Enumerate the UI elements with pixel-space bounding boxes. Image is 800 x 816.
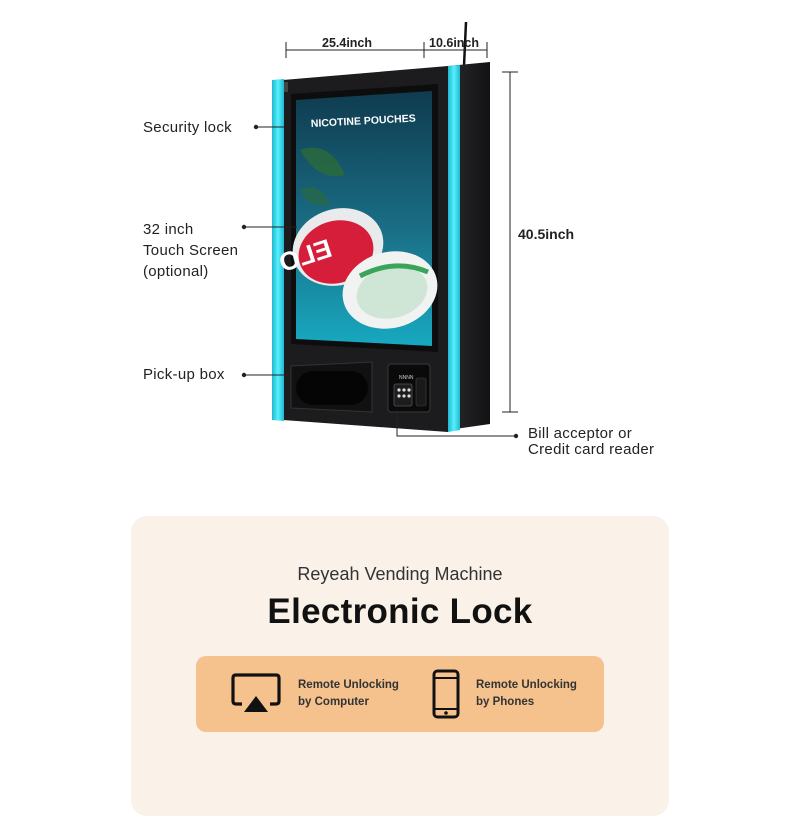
feature-remote-phones: Remote Unlocking by Phones [432, 656, 577, 732]
feature-pill: Remote Unlocking by Computer Remote Unlo… [196, 656, 604, 732]
feature-line: Remote Unlocking [298, 679, 399, 691]
feature-line: by Computer [298, 696, 369, 708]
label-touch-screen: 32 inch Touch Screen (optional) [143, 219, 238, 282]
security-lock [284, 82, 288, 92]
reader-label: NNNN [399, 375, 414, 381]
label-bill-acceptor-line: Bill acceptor or [528, 425, 633, 442]
electronic-lock-card: Reyeah Vending Machine Electronic Lock R… [131, 516, 669, 816]
leaf-graphic [300, 147, 345, 177]
front-glow-strip [272, 79, 284, 421]
smartphone-icon [432, 669, 460, 719]
callout-lines [241, 124, 519, 439]
computer-screen-icon [230, 672, 282, 716]
leaf-graphic-small [300, 187, 330, 206]
card-title: Electronic Lock [267, 592, 533, 631]
label-touch-screen-line: 32 inch [143, 221, 194, 238]
dimension-height: 40.5inch [518, 226, 575, 242]
pickup-box-opening [296, 371, 368, 405]
dimension-depth: 10.6inch [429, 36, 480, 50]
feature-text: Remote Unlocking by Phones [476, 677, 577, 711]
feature-text: Remote Unlocking by Computer [298, 677, 399, 711]
label-security-lock: Security lock [143, 119, 232, 136]
product-diagram: NICOTINE POUCHES ELO NNNN [143, 21, 654, 458]
pouch-can-white-center [356, 265, 428, 319]
pouch-can-stripe [358, 263, 429, 279]
screen-title: NICOTINE POUCHES [311, 113, 416, 130]
feature-line: by Phones [476, 696, 535, 708]
dimension-width: 25.4inch [322, 36, 373, 50]
depth-dimension-line [423, 42, 488, 58]
label-touch-screen-line: Touch Screen [143, 242, 239, 259]
side-glow-strip [448, 65, 460, 432]
label-bill-acceptor: Bill acceptor or Credit card reader [528, 426, 654, 458]
bill-slot [415, 377, 427, 407]
feature-line: Remote Unlocking [476, 679, 577, 691]
label-pickup-box: Pick-up box [143, 366, 225, 383]
card-subtitle: Reyeah Vending Machine [297, 564, 503, 584]
label-bill-acceptor-line: Credit card reader [528, 441, 655, 458]
feature-remote-computer: Remote Unlocking by Computer [230, 656, 399, 732]
height-dimension-line [502, 71, 518, 413]
vending-machine-illustration: NICOTINE POUCHES ELO NNNN [241, 21, 519, 439]
label-touch-screen-line: (optional) [143, 263, 209, 280]
antenna [462, 21, 468, 67]
